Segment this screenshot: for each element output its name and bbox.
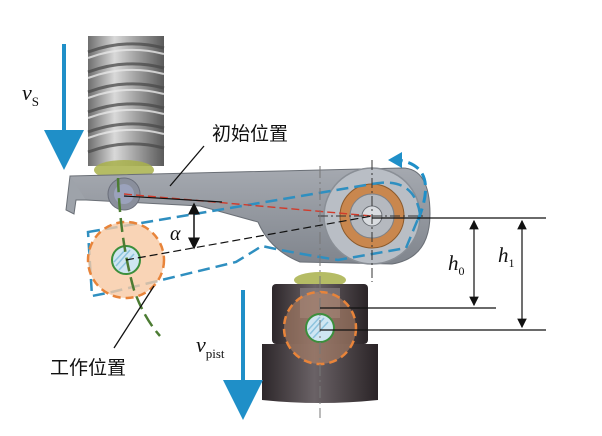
swing-path — [116, 177, 161, 337]
working-axis-line — [125, 215, 373, 261]
initial-position-leader — [169, 145, 205, 187]
reference-line — [123, 195, 223, 203]
h1-label: h1 — [498, 243, 515, 270]
initial-axis-line — [123, 193, 373, 217]
pivot-centerlines — [318, 160, 426, 282]
working-position-label: 工作位置 — [50, 357, 126, 379]
alpha-label: α — [170, 223, 181, 245]
h0-label: h0 — [448, 251, 465, 278]
screw — [87, 36, 165, 180]
arm-working-position — [86, 181, 422, 298]
height-dimensions — [320, 217, 546, 331]
working-position-leader — [113, 285, 155, 349]
initial-position-label: 初始位置 — [212, 123, 288, 145]
v-s-label: vS — [22, 80, 39, 109]
v-pist-label: vpist — [196, 332, 225, 361]
rotation-arrow — [388, 152, 427, 221]
